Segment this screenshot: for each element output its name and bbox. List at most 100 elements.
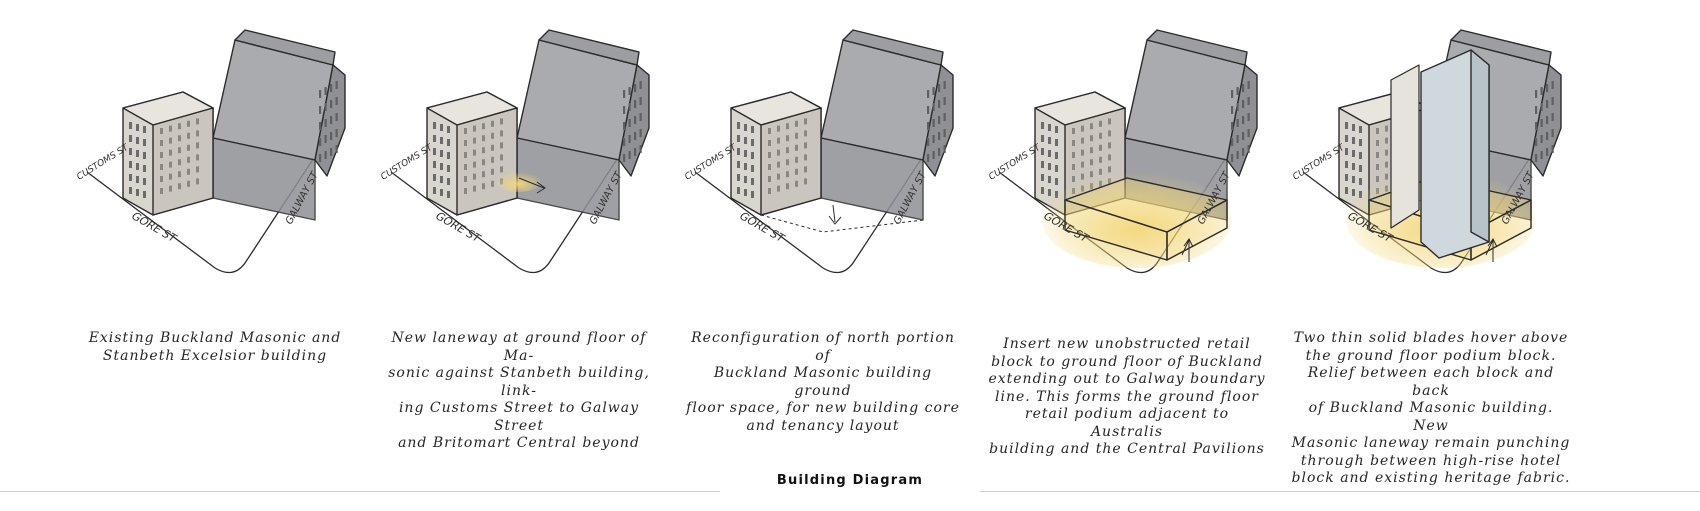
stanbeth-window — [1242, 100, 1245, 108]
masonic-window — [433, 161, 436, 168]
masonic-window — [143, 126, 146, 133]
stanbeth-window — [1535, 138, 1538, 146]
masonic-window — [1359, 139, 1362, 146]
masonic-window — [1055, 126, 1058, 133]
masonic-window — [143, 165, 146, 172]
masonic-side-window — [196, 118, 199, 125]
caption-line: floor space, for new building core — [686, 400, 960, 416]
masonic-side-window — [473, 125, 476, 132]
laneway-glow — [497, 172, 541, 192]
caption-line: Reconfiguration of north portion of — [691, 330, 955, 364]
masonic-side-window — [1090, 159, 1093, 166]
masonic-side-window — [196, 142, 199, 149]
stanbeth-window — [1535, 90, 1538, 98]
masonic-side-window — [473, 149, 476, 156]
site-outline — [86, 137, 328, 274]
masonic-window — [1352, 176, 1355, 183]
masonic-side-window — [491, 168, 494, 175]
masonic-side-window — [473, 137, 476, 144]
stanbeth-window — [628, 119, 631, 127]
masonic-window — [447, 139, 450, 146]
masonic-window — [1055, 152, 1058, 159]
site-outline — [390, 137, 632, 274]
stanbeth-window — [1231, 138, 1234, 146]
masonic-side-window — [795, 132, 798, 139]
caption-line: of Buckland Masonic building. New — [1308, 400, 1554, 434]
masonic-side-window — [500, 166, 503, 173]
reconfig-arrow — [828, 204, 842, 225]
bottom-rule-left — [0, 491, 720, 492]
stanbeth-window — [927, 138, 930, 146]
masonic-side-window — [786, 171, 789, 178]
masonic-side-window — [768, 128, 771, 134]
masonic-window — [447, 126, 450, 133]
masonic-window — [737, 174, 740, 181]
masonic-side-window — [795, 180, 798, 187]
masonic-side-window — [1072, 164, 1075, 170]
masonic-window — [751, 178, 754, 185]
masonic-side-window — [464, 140, 467, 146]
masonic-window — [440, 124, 443, 131]
diagram-title: Building Diagram — [776, 473, 924, 488]
masonic-window — [1048, 176, 1051, 183]
stanbeth-window — [1540, 103, 1543, 111]
masonic-side-window — [1376, 176, 1379, 182]
masonic-side-window — [178, 171, 181, 178]
masonic-side-window — [482, 147, 485, 154]
masonic-side-window — [473, 161, 476, 168]
masonic-side-window — [500, 142, 503, 149]
masonic-window — [1345, 161, 1348, 168]
masonic-window — [440, 137, 443, 144]
masonic-side-window — [1376, 164, 1379, 170]
masonic-window — [1359, 178, 1362, 185]
masonic-side-window — [482, 123, 485, 130]
caption-line: retail podium adjacent to Australis — [1024, 406, 1230, 440]
stanbeth-window — [1540, 135, 1543, 143]
masonic-side-window — [1099, 144, 1102, 151]
masonic-side-window — [482, 183, 485, 190]
masonic-side-window — [795, 120, 798, 127]
masonic-side-window — [1090, 171, 1093, 178]
stanbeth-window — [335, 145, 338, 153]
masonic-side-window — [804, 166, 807, 173]
masonic-side-window — [1081, 137, 1084, 144]
masonic-window — [1048, 189, 1051, 196]
masonic-window — [447, 178, 450, 185]
masonic-window — [129, 122, 132, 129]
stanbeth-window — [1546, 132, 1549, 140]
masonic-side-window — [169, 125, 172, 132]
masonic-side-window — [1072, 140, 1075, 146]
masonic-window — [433, 148, 436, 155]
masonic-side-window — [196, 130, 199, 137]
masonic-window — [1359, 152, 1362, 159]
masonic-side-window — [491, 144, 494, 151]
masonic-window — [1359, 165, 1362, 172]
blade-two-side — [1470, 49, 1490, 243]
masonic-side-face — [152, 107, 214, 216]
masonic-side-window — [464, 152, 467, 158]
stanbeth-window — [1231, 106, 1234, 114]
masonic-side-window — [160, 152, 163, 158]
stanbeth-window — [319, 154, 322, 162]
podium-side-face — [1470, 199, 1532, 261]
stanbeth-window — [634, 84, 637, 92]
stanbeth-window — [938, 148, 941, 156]
stanbeth-window — [943, 145, 946, 153]
stanbeth-window — [324, 87, 327, 95]
masonic-side-window — [500, 118, 503, 125]
masonic-side-window — [1099, 132, 1102, 139]
stanbeth-parapet — [842, 29, 944, 66]
stanbeth-window — [639, 113, 642, 121]
masonic-side-window — [1108, 166, 1111, 173]
stanbeth-window — [938, 100, 941, 108]
stanbeth-window — [634, 116, 637, 124]
masonic-side-window — [777, 137, 780, 144]
masonic-side-window — [1090, 123, 1093, 130]
caption-line: extending out to Galway boundary — [988, 371, 1266, 387]
